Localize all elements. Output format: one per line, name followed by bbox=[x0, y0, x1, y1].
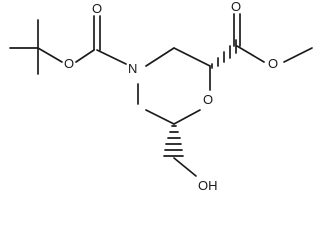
atom-label-methoxy-oxygen: O bbox=[268, 56, 278, 71]
atom-label-ester-oxygen: O bbox=[64, 56, 74, 71]
bond bbox=[236, 45, 265, 63]
atom-label-ring-oxygen: O bbox=[203, 92, 213, 107]
hashed-wedge-hydroxymethyl bbox=[163, 125, 184, 157]
boc-group bbox=[75, 15, 127, 65]
bond bbox=[145, 109, 175, 125]
atom-label-carbonyl-oxygen: O bbox=[92, 1, 102, 16]
bond bbox=[75, 49, 95, 63]
bond bbox=[173, 47, 211, 67]
atom-label-hydroxyl: OH bbox=[198, 178, 218, 193]
bond bbox=[173, 109, 201, 125]
bond bbox=[37, 47, 63, 63]
hashed-wedge-ester bbox=[211, 39, 237, 69]
bond bbox=[96, 49, 127, 65]
bond bbox=[283, 47, 313, 63]
molecule-drawing: O O N O O O OH bbox=[9, 0, 313, 193]
morpholine-ring bbox=[137, 47, 211, 125]
bond bbox=[145, 47, 175, 67]
bond bbox=[173, 157, 197, 177]
tert-butyl-group bbox=[9, 19, 63, 75]
atom-label-ester-carbonyl-oxygen: O bbox=[231, 0, 241, 14]
structure-diagram: O O N O O O OH bbox=[9, 0, 313, 193]
methyl-ester-group bbox=[233, 13, 313, 63]
atom-label-ring-nitrogen: N bbox=[128, 61, 137, 76]
